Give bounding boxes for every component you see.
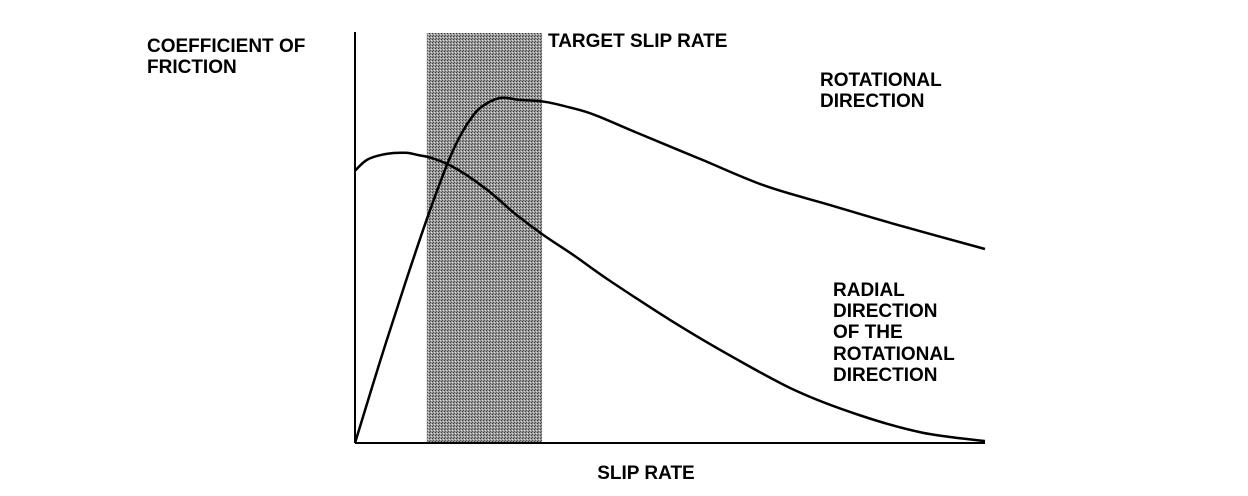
- radial-label-line-5: DIRECTION: [833, 365, 938, 386]
- radial-direction-curve: [354, 151, 986, 443]
- rotational-direction-curve: [353, 96, 986, 444]
- rotational-label-line-1: ROTATIONAL: [820, 70, 942, 91]
- target-slip-rate-band: [426, 33, 543, 443]
- radial-label-line-1: RADIAL: [833, 280, 905, 301]
- y-axis-label-line-2: FRICTION: [147, 57, 237, 78]
- x-axis-label: SLIP RATE: [597, 463, 694, 484]
- rotational-label-line-2: DIRECTION: [820, 91, 925, 112]
- radial-label-line-4: ROTATIONAL: [833, 344, 955, 365]
- y-axis-label-line-1: COEFFICIENT OF: [147, 36, 305, 57]
- radial-label-line-2: DIRECTION: [833, 301, 938, 322]
- target-slip-rate-label: TARGET SLIP RATE: [548, 31, 727, 52]
- radial-direction-label: RADIAL DIRECTION OF THE ROTATIONAL DIREC…: [833, 280, 960, 386]
- rotational-direction-label: ROTATIONAL DIRECTION: [820, 70, 947, 112]
- radial-label-line-3: OF THE: [833, 322, 903, 343]
- y-axis-label: COEFFICIENT OF FRICTION: [147, 36, 311, 78]
